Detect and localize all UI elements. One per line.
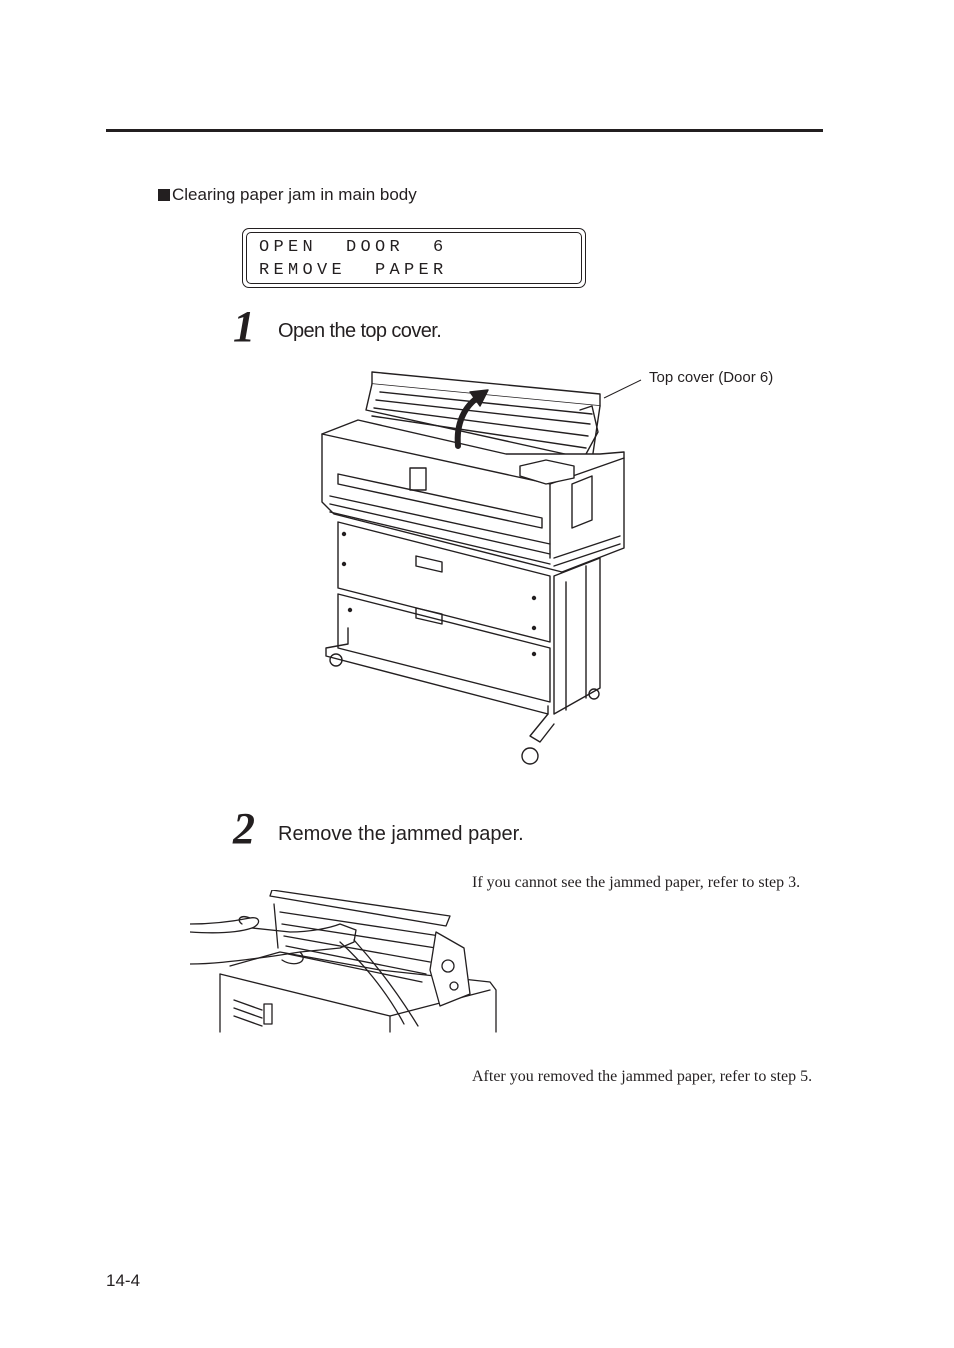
section-title-text: Clearing paper jam in main body	[172, 185, 417, 204]
square-bullet-icon	[158, 189, 170, 201]
step-2-note-see-step-3: If you cannot see the jammed paper, refe…	[472, 874, 801, 891]
remove-jammed-paper-illustration	[190, 890, 497, 1033]
step-2-note-see-step-5: After you removed the jammed paper, refe…	[472, 1068, 813, 1085]
top-cover-callout: Top cover (Door 6)	[649, 369, 774, 386]
step-1-number: 1	[233, 302, 255, 351]
header-rule	[106, 129, 823, 132]
step-1-text: Open the top cover.	[278, 320, 442, 342]
page-number: 14-4	[106, 1271, 141, 1290]
section-title: Clearing paper jam in main body	[158, 185, 417, 205]
printer-open-cover-illustration	[321, 371, 625, 765]
step-2-text: Remove the jammed paper.	[278, 823, 524, 845]
control-panel-display: OPEN DOOR 6 REMOVE PAPER	[242, 228, 586, 288]
step-2-number: 2	[233, 804, 255, 853]
